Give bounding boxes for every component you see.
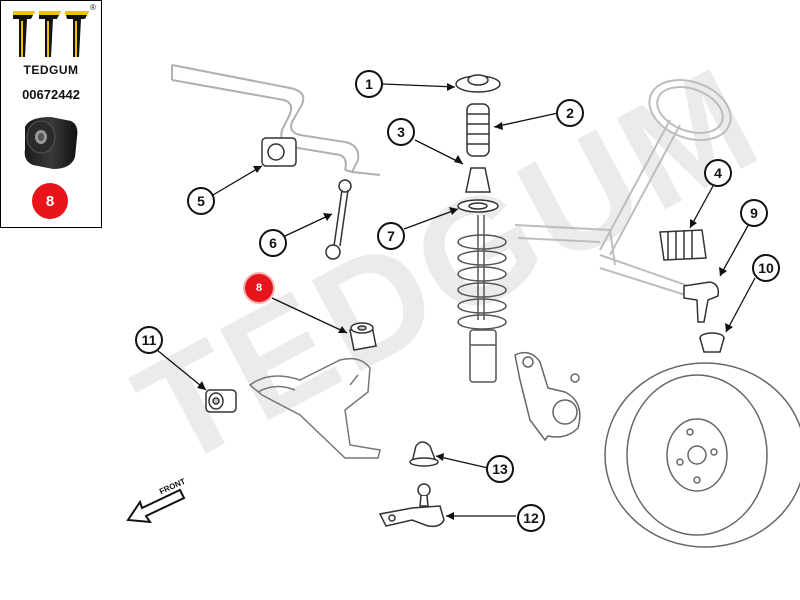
callout-6: 6 bbox=[259, 229, 287, 257]
tedgum-logo-icon bbox=[11, 7, 91, 61]
callout-7: 7 bbox=[377, 222, 405, 250]
product-info-panel: ® TEDGUM 00672442 8 bbox=[0, 0, 102, 228]
lower-control-arm-sketch bbox=[248, 357, 381, 459]
callout-8-highlighted: 8 bbox=[245, 274, 273, 302]
callout-11: 11 bbox=[135, 326, 163, 354]
highlight-badge: 8 bbox=[32, 183, 68, 219]
stabilizer-bushing-part bbox=[261, 137, 297, 167]
callout-10: 10 bbox=[752, 254, 780, 282]
steering-rack-boot-part bbox=[659, 229, 707, 261]
leader-arrowheads bbox=[197, 83, 733, 520]
stabilizer-link-part bbox=[325, 179, 352, 260]
rear-arm-bushing-part bbox=[205, 389, 237, 413]
callout-4: 4 bbox=[704, 159, 732, 187]
callout-13: 13 bbox=[486, 455, 514, 483]
strut-top-parts bbox=[455, 74, 501, 213]
callout-1: 1 bbox=[355, 70, 383, 98]
callout-12: 12 bbox=[517, 504, 545, 532]
leader-lines bbox=[156, 83, 756, 517]
coil-spring-strut-sketch bbox=[457, 215, 507, 383]
tie-rod-end-part bbox=[683, 281, 725, 353]
wheel-sketch bbox=[604, 362, 800, 548]
brand-name: TEDGUM bbox=[23, 63, 79, 77]
callout-3: 3 bbox=[387, 118, 415, 146]
callout-9: 9 bbox=[740, 199, 768, 227]
control-arm-bushing-part bbox=[349, 322, 377, 351]
callout-5: 5 bbox=[187, 187, 215, 215]
ball-joint-part bbox=[378, 483, 445, 528]
bushing-icon bbox=[24, 117, 78, 169]
ball-joint-boot-part bbox=[409, 441, 439, 467]
steering-knuckle-sketch bbox=[514, 351, 581, 442]
front-direction-arrow bbox=[126, 488, 186, 524]
part-code: 00672442 bbox=[22, 87, 80, 102]
callout-2: 2 bbox=[556, 99, 584, 127]
registered-mark: ® bbox=[90, 3, 96, 12]
watermark-text: TEDGUM bbox=[111, 34, 785, 499]
steering-assembly-sketch bbox=[514, 79, 732, 299]
